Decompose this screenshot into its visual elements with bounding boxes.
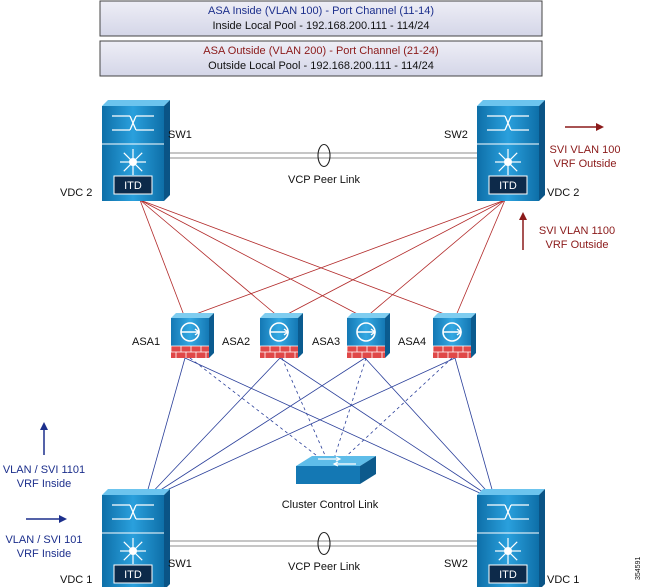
asa4-label: ASA4: [398, 336, 426, 348]
sw2-bottom-label: SW2: [444, 558, 468, 570]
inside-pool-box: ASA Inside (VLAN 100) - Port Channel (11…: [99, 0, 543, 37]
asa2-label: ASA2: [222, 336, 250, 348]
switch-bottom-left-icon: ITD: [102, 489, 170, 587]
svi-vlan1100-line1: SVI VLAN 1100: [539, 225, 615, 237]
asa1-firewall-icon: [170, 313, 214, 358]
svi-vlan100-line2: VRF Outside: [554, 158, 617, 170]
svi-1101-line2: VRF Inside: [17, 478, 71, 490]
inside-pool-range: Inside Local Pool - 192.168.200.111 - 11…: [212, 20, 429, 32]
sw1-bottom-label: SW1: [168, 558, 192, 570]
sw2-top-label: SW2: [444, 129, 468, 141]
figure-id: 354591: [635, 557, 642, 580]
asa4-firewall-icon: [432, 313, 476, 358]
asa1-label: ASA1: [132, 336, 160, 348]
cluster-control-label: Cluster Control Link: [282, 499, 379, 511]
svi-vlan100-line1: SVI VLAN 100: [550, 144, 621, 156]
peer-link-bottom: VCP Peer Link: [163, 531, 482, 573]
vdc2-left-label: VDC 2: [60, 187, 92, 199]
vdc1-right-label: VDC 1: [547, 574, 579, 586]
outside-pool-range: Outside Local Pool - 192.168.200.111 - 1…: [208, 60, 434, 72]
asa3-label: ASA3: [312, 336, 340, 348]
switch-top-left-icon: ITD: [102, 100, 170, 201]
switch-top-right-icon: ITD: [477, 100, 545, 201]
svi-101-line1: VLAN / SVI 101: [5, 534, 82, 546]
peer-link-bottom-label: VCP Peer Link: [288, 561, 360, 573]
outside-links: [139, 199, 506, 319]
outside-pool-title: ASA Outside (VLAN 200) - Port Channel (2…: [203, 45, 438, 57]
sw1-top-label: SW1: [168, 129, 192, 141]
vdc1-left-label: VDC 1: [60, 574, 92, 586]
itd-badge-label: ITD: [499, 180, 517, 192]
cluster-control-switch-icon: Cluster Control Link: [282, 456, 379, 511]
cluster-control-links: [189, 357, 453, 463]
inside-links: [144, 357, 496, 501]
vdc2-right-label: VDC 2: [547, 187, 579, 199]
svi-vlan100-arrow-icon: [565, 123, 604, 131]
svi-vlan1100-line2: VRF Outside: [546, 239, 609, 251]
svi-101-arrow-icon: [26, 515, 67, 523]
svi-1101-arrow-icon: [40, 422, 48, 455]
itd-badge-label: ITD: [124, 569, 142, 581]
peer-link-top-label: VCP Peer Link: [288, 174, 360, 186]
itd-badge-label: ITD: [499, 569, 517, 581]
svi-101-line2: VRF Inside: [17, 548, 71, 560]
switch-bottom-right-icon: ITD: [477, 489, 545, 587]
svi-vlan1100-arrow-icon: [519, 212, 527, 250]
svi-1101-line1: VLAN / SVI 1101: [3, 464, 85, 476]
outside-pool-box: ASA Outside (VLAN 200) - Port Channel (2…: [99, 40, 543, 77]
itd-badge-label: ITD: [124, 180, 142, 192]
peer-link-top: VCP Peer Link: [163, 143, 482, 186]
inside-pool-title: ASA Inside (VLAN 100) - Port Channel (11…: [208, 5, 434, 17]
asa3-firewall-icon: [346, 313, 390, 358]
asa2-firewall-icon: [259, 313, 303, 358]
